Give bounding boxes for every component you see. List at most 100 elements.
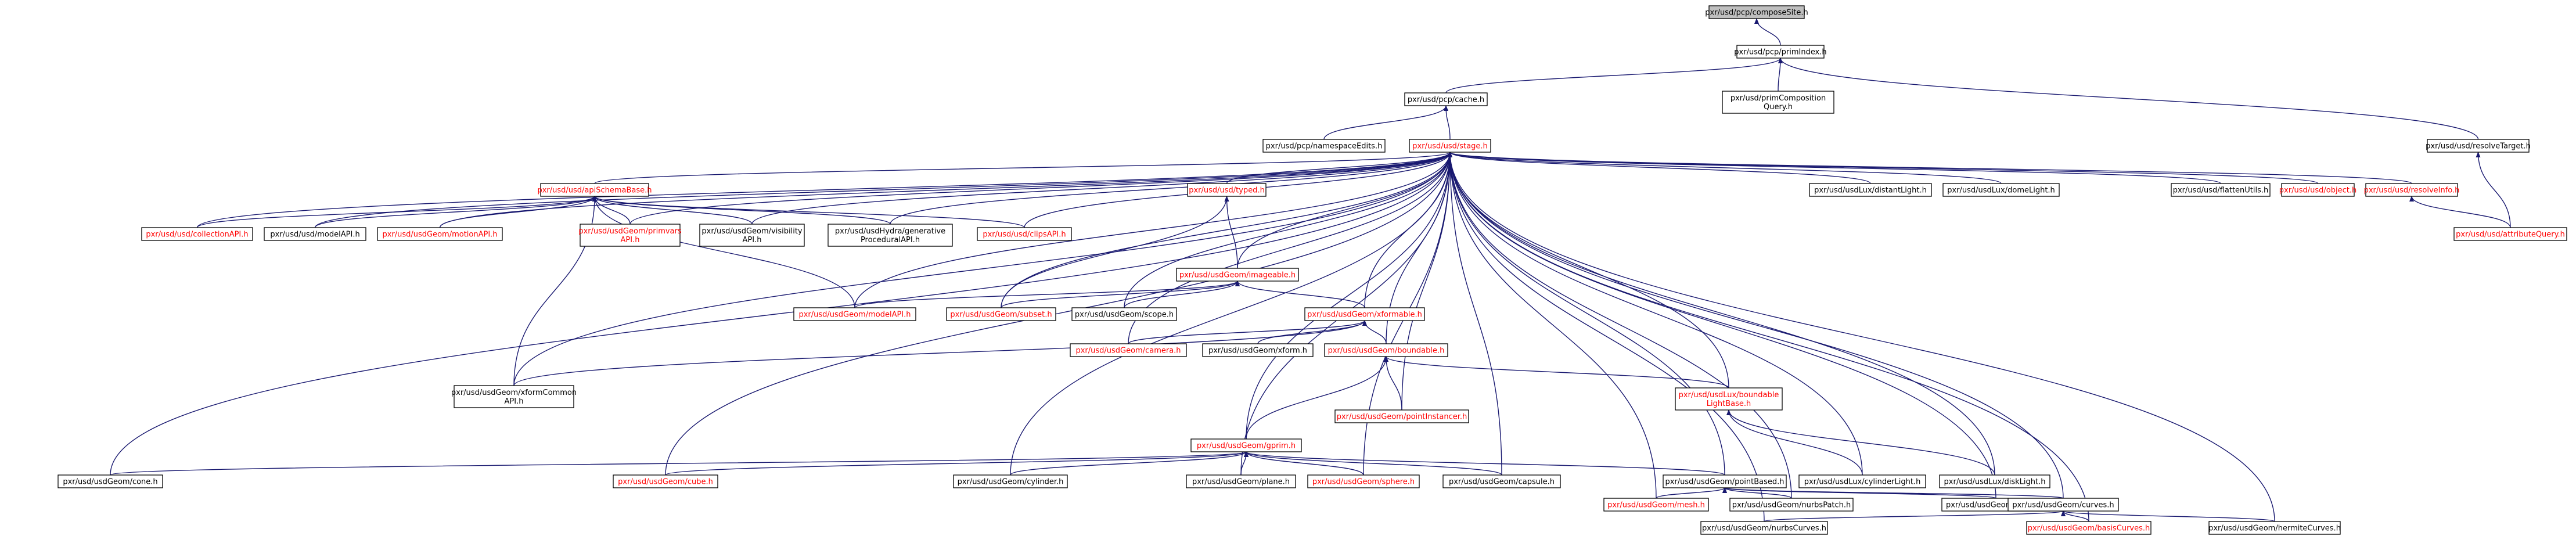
node-flattenUtils[interactable]: pxr/usd/usd/flattenUtils.h bbox=[2171, 183, 2271, 197]
node-cache[interactable]: pxr/usd/pcp/cache.h bbox=[1404, 92, 1488, 106]
node-capsule[interactable]: pxr/usd/usdGeom/capsule.h bbox=[1442, 474, 1561, 488]
edge-geomModelAPI-to-apiSchemaBase bbox=[592, 196, 855, 308]
node-label: Query.h bbox=[1764, 103, 1793, 111]
node-label: pxr/usd/primComposition bbox=[1730, 94, 1826, 103]
node-domeLight[interactable]: pxr/usd/usdLux/domeLight.h bbox=[1942, 183, 2060, 197]
edge-stage-to-cache bbox=[1444, 105, 1451, 140]
node-box bbox=[1603, 498, 1709, 512]
node-generativeAPI[interactable]: pxr/usd/usdHydra/generativeProceduralAPI… bbox=[828, 224, 953, 247]
node-stage: pxr/usd/usd/stage.h bbox=[1409, 139, 1491, 153]
edge-capsule-to-stage bbox=[1448, 152, 1502, 476]
node-primIndex[interactable]: pxr/usd/pcp/primIndex.h bbox=[1734, 45, 1827, 59]
node-label: pxr/usd/usd/typed.h bbox=[1189, 186, 1265, 195]
edge-clipsAPI-to-apiSchemaBase bbox=[592, 196, 1025, 228]
node-label: pxr/usd/usd/resolveTarget.h bbox=[2426, 142, 2531, 151]
node-box bbox=[141, 227, 253, 241]
node-label: pxr/usd/usdGeom/motionAPI.h bbox=[382, 231, 497, 239]
node-nurbsPatch[interactable]: pxr/usd/usdGeom/nurbsPatch.h bbox=[1729, 498, 1854, 512]
node-plane[interactable]: pxr/usd/usdGeom/plane.h bbox=[1186, 474, 1296, 488]
node-box bbox=[2365, 183, 2458, 197]
node-label: pxr/usd/usdGeom/xformable.h bbox=[1307, 311, 1422, 319]
node-box bbox=[1262, 139, 1386, 153]
node-label: pxr/usd/usdGeom/boundable.h bbox=[1328, 347, 1445, 355]
edge-camera-to-xformable bbox=[1128, 320, 1367, 344]
edge-apiSchemaBase-to-stage bbox=[594, 152, 1452, 184]
node-pointBased[interactable]: pxr/usd/usdGeom/pointBased.h bbox=[1663, 474, 1787, 488]
edge-pointInstancer-to-boundable bbox=[1384, 356, 1402, 411]
node-box bbox=[1304, 307, 1425, 321]
node-xformable: pxr/usd/usdGeom/xformable.h bbox=[1304, 307, 1425, 321]
node-label: pxr/usd/usdGeom/imageable.h bbox=[1179, 271, 1296, 280]
edge-hermiteCurves-to-stage bbox=[1448, 152, 2275, 522]
node-box bbox=[1942, 183, 2060, 197]
node-box bbox=[2007, 498, 2119, 512]
node-namespaceEdits[interactable]: pxr/usd/pcp/namespaceEdits.h bbox=[1262, 139, 1386, 153]
node-label: pxr/usd/usdGeom/camera.h bbox=[1075, 347, 1181, 355]
node-imageable: pxr/usd/usdGeom/imageable.h bbox=[1176, 268, 1299, 282]
edge-gprim-to-stage bbox=[1246, 152, 1452, 440]
edge-domeLight-to-stage bbox=[1448, 152, 2002, 184]
node-mesh: pxr/usd/usdGeom/mesh.h bbox=[1603, 498, 1709, 512]
node-hermiteCurves[interactable]: pxr/usd/usdGeom/hermiteCurves.h bbox=[2208, 521, 2341, 535]
node-box bbox=[828, 224, 953, 247]
node-box bbox=[953, 474, 1068, 488]
node-label: pxr/usd/usd/stage.h bbox=[1412, 142, 1487, 151]
edge-cylinder-to-gprim bbox=[1010, 451, 1249, 476]
node-label: pxr/usd/usd/clipsAPI.h bbox=[983, 231, 1066, 239]
node-sphere: pxr/usd/usdGeom/sphere.h bbox=[1307, 474, 1420, 488]
edge-basisCurves-to-stage bbox=[1448, 152, 2089, 522]
node-box bbox=[57, 474, 163, 488]
node-cylinderLight[interactable]: pxr/usd/usdLux/cylinderLight.h bbox=[1798, 474, 1926, 488]
node-pointInstancer: pxr/usd/usdGeom/pointInstancer.h bbox=[1334, 409, 1469, 423]
node-basisCurves: pxr/usd/usdGeom/basisCurves.h bbox=[2026, 521, 2152, 535]
node-composeSite: pxr/usd/pcp/composeSite.h bbox=[1705, 5, 1808, 19]
node-label: API.h bbox=[743, 236, 762, 244]
node-geomModelAPI: pxr/usd/usdGeom/modelAPI.h bbox=[793, 307, 916, 321]
node-resolveInfo: pxr/usd/usd/resolveInfo.h bbox=[2364, 183, 2459, 197]
node-resolveTarget[interactable]: pxr/usd/usd/resolveTarget.h bbox=[2426, 139, 2531, 153]
node-xform[interactable]: pxr/usd/usdGeom/xform.h bbox=[1202, 343, 1314, 357]
node-box bbox=[1186, 474, 1296, 488]
node-distantLight[interactable]: pxr/usd/usdLux/distantLight.h bbox=[1809, 183, 1932, 197]
edge-gprim-to-boundable bbox=[1246, 356, 1388, 440]
node-box bbox=[699, 224, 805, 247]
edge-boundableLightBase-to-boundable bbox=[1384, 356, 1729, 388]
edge-cube-to-gprim bbox=[665, 451, 1249, 476]
node-box bbox=[946, 307, 1056, 321]
edge-primvarsAPI-to-stage bbox=[629, 152, 1452, 225]
node-cone[interactable]: pxr/usd/usdGeom/cone.h bbox=[57, 474, 163, 488]
edge-boundable-to-xformable bbox=[1362, 320, 1387, 344]
node-label: pxr/usd/usdGeom/mesh.h bbox=[1607, 501, 1705, 510]
node-scope[interactable]: pxr/usd/usdGeom/scope.h bbox=[1071, 307, 1177, 321]
edge-imageable-to-typed bbox=[1224, 196, 1238, 269]
edge-resolveInfo-to-stage bbox=[1448, 152, 2412, 184]
node-diskLight[interactable]: pxr/usd/usdLux/diskLight.h bbox=[1939, 474, 2050, 488]
node-label: pxr/usd/pcp/primIndex.h bbox=[1734, 48, 1826, 57]
node-label: API.h bbox=[621, 236, 640, 244]
edge-points-to-pointBased bbox=[1722, 487, 1996, 499]
node-motionAPI: pxr/usd/usdGeom/motionAPI.h bbox=[377, 227, 503, 241]
node-box bbox=[1722, 91, 1834, 114]
node-curves[interactable]: pxr/usd/usdGeom/curves.h bbox=[2007, 498, 2119, 512]
edge-nurbsPatch-to-stage bbox=[1448, 152, 1792, 499]
node-modelAPI[interactable]: pxr/usd/usd/modelAPI.h bbox=[264, 227, 366, 241]
node-box bbox=[1700, 521, 1828, 535]
node-label: pxr/usd/usdGeom/subset.h bbox=[950, 311, 1052, 319]
edge-flattenUtils-to-stage bbox=[1448, 152, 2221, 184]
node-cylinder[interactable]: pxr/usd/usdGeom/cylinder.h bbox=[953, 474, 1068, 488]
edge-subset-to-stage bbox=[1001, 152, 1452, 308]
node-collectionAPI: pxr/usd/usd/collectionAPI.h bbox=[141, 227, 253, 241]
node-label: pxr/usd/usdGeom/hermiteCurves.h bbox=[2208, 524, 2341, 533]
edge-diskLight-to-boundableLightBase bbox=[1726, 409, 1995, 476]
edge-hermiteCurves-to-curves bbox=[2061, 510, 2275, 522]
node-nurbsCurves[interactable]: pxr/usd/usdGeom/nurbsCurves.h bbox=[1700, 521, 1828, 535]
edge-object-to-stage bbox=[1448, 152, 2319, 184]
edge-mesh-to-stage bbox=[1448, 152, 1657, 499]
node-box bbox=[1071, 307, 1177, 321]
edge-cube-to-stage bbox=[665, 152, 1452, 476]
node-label: pxr/usd/usdGeom/visibility bbox=[701, 227, 803, 236]
